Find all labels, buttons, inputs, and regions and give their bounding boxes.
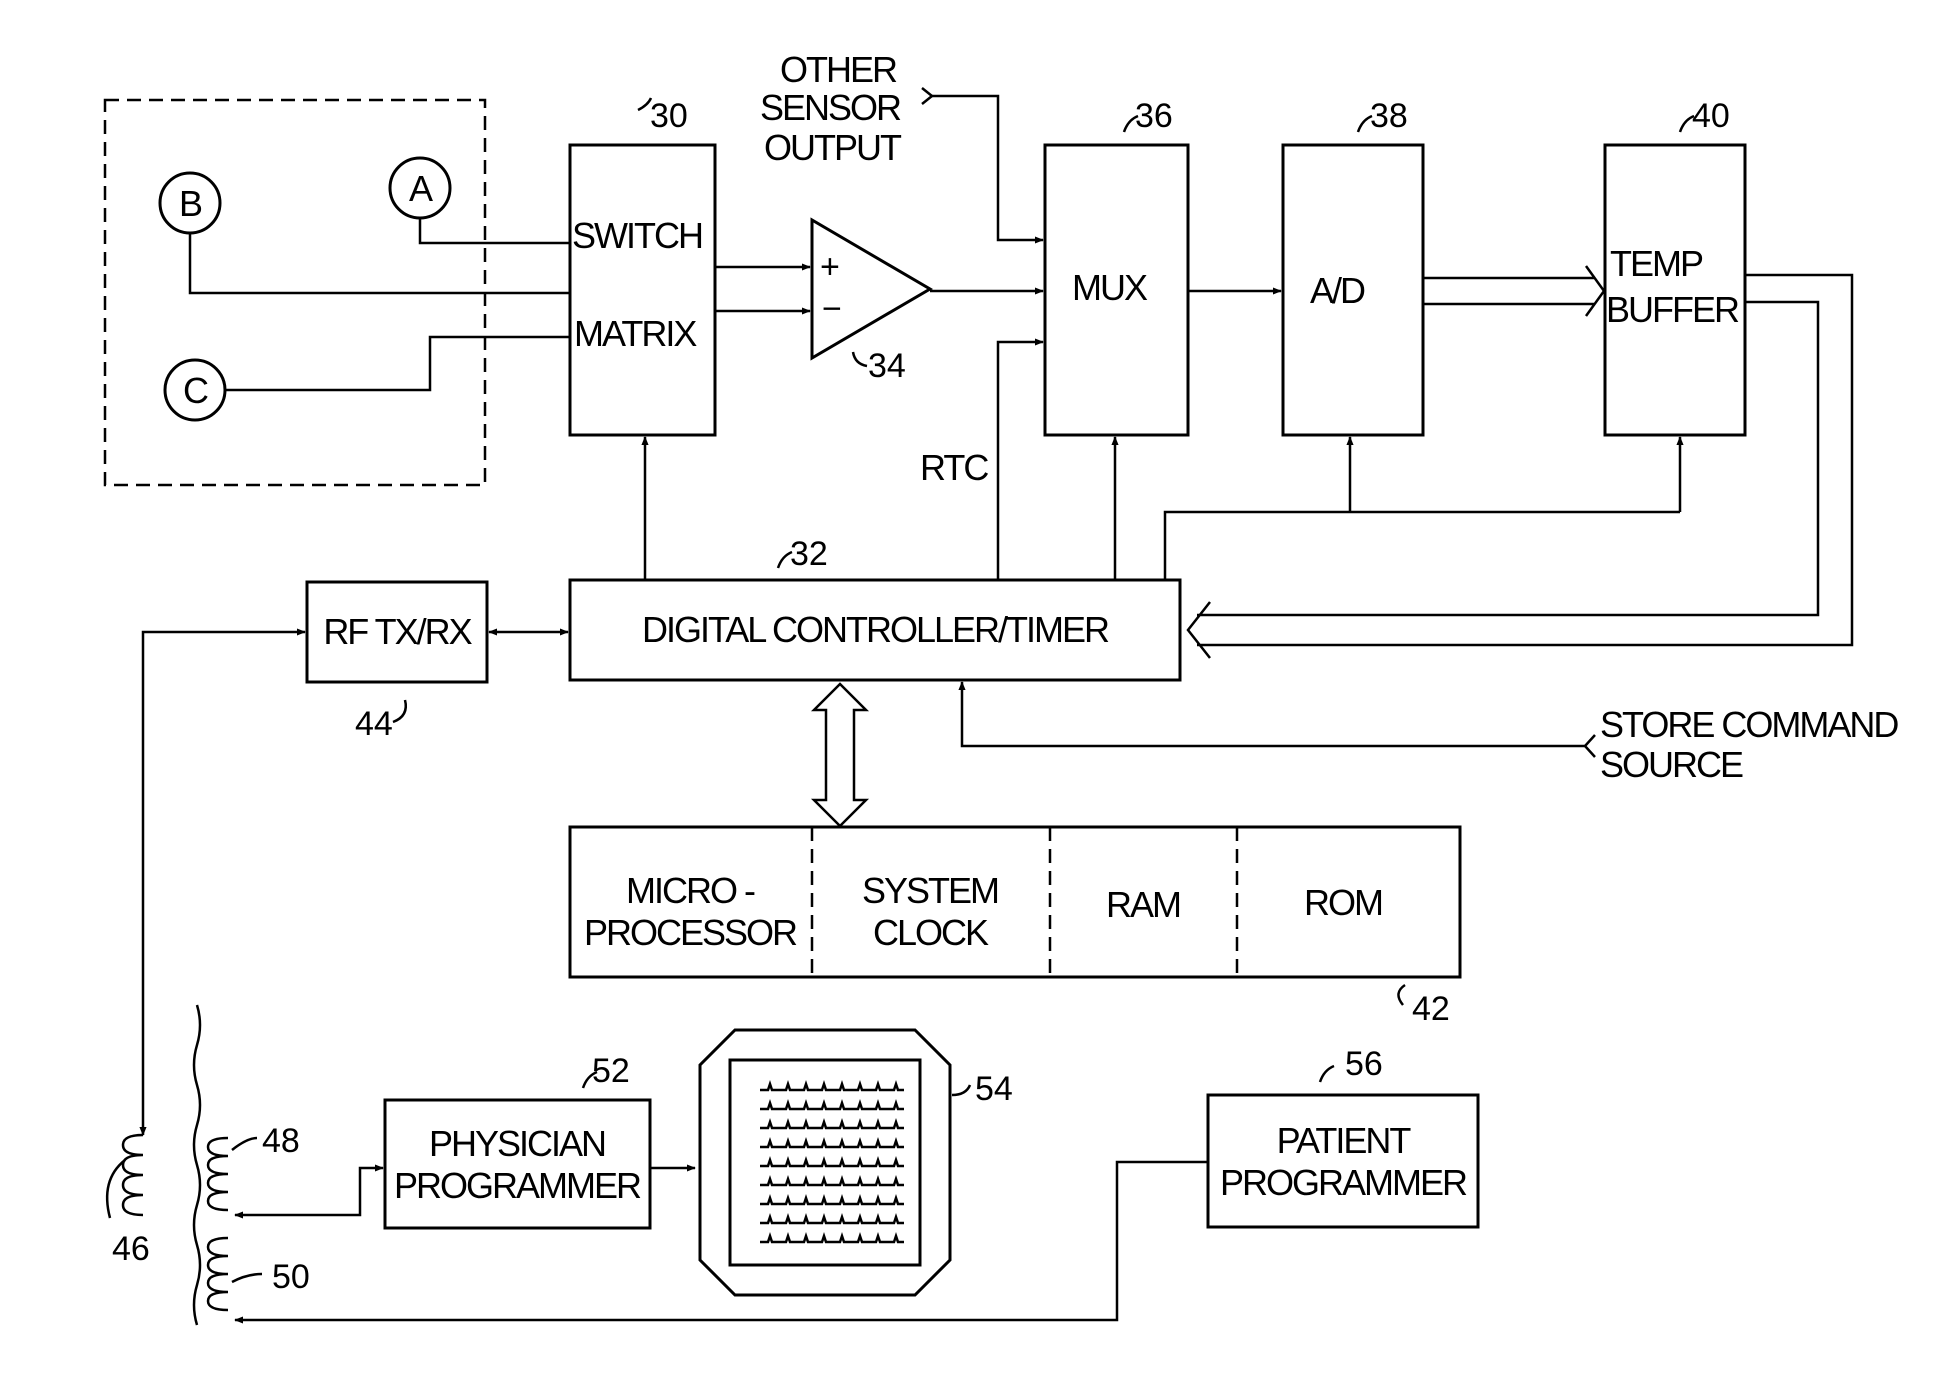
skin-line: [194, 1005, 200, 1325]
wire-coil48-physician: [235, 1168, 383, 1215]
coil-50-ref: 50: [272, 1258, 310, 1296]
bus-ad-to-temp-buffer: [1423, 266, 1604, 316]
bus-temp-buffer-to-controller: [1188, 275, 1852, 658]
electrode-b-label: B: [179, 183, 202, 224]
store-command-line2: SOURCE: [1600, 744, 1743, 785]
wire-rtc-to-mux: [998, 342, 1043, 580]
wire-rf-to-coil-46: [143, 632, 305, 1135]
mux-ref: 36: [1135, 97, 1173, 135]
controller-label: DIGITAL CONTROLLER/TIMER: [642, 609, 1109, 650]
coil-48: [208, 1138, 228, 1210]
rf-ref: 44: [355, 705, 393, 743]
display-trace: [760, 1160, 904, 1166]
coil-46-ref: 46: [112, 1230, 150, 1268]
coil-46: [123, 1135, 143, 1215]
controller-ref: 32: [790, 535, 828, 573]
display-traces: [760, 1084, 904, 1242]
rtc-label: RTC: [920, 447, 988, 488]
coil-48-ref-leader: [232, 1138, 257, 1150]
patient-programmer-box: [1208, 1095, 1478, 1227]
patient-programmer-line1: PATIENT: [1277, 1120, 1412, 1161]
other-sensor-line3: OUTPUT: [764, 127, 902, 168]
display-trace: [760, 1217, 904, 1223]
electrode-a-label: A: [409, 168, 433, 209]
temp-buffer-line2: BUFFER: [1606, 289, 1739, 330]
ad-ref: 38: [1370, 97, 1408, 135]
wire-a: [420, 218, 570, 243]
switch-matrix-ref: 30: [650, 97, 688, 135]
mux-label: MUX: [1072, 267, 1148, 308]
system-clock-line1: SYSTEM: [862, 870, 998, 911]
temp-buffer-ref: 40: [1692, 97, 1730, 135]
wire-c: [225, 337, 570, 390]
display-ref-leader: [952, 1085, 970, 1095]
rf-ref-leader: [393, 700, 406, 722]
wire-other-sensor-to-mux: [932, 96, 1043, 240]
system-clock-line2: CLOCK: [873, 912, 989, 953]
display-trace: [760, 1236, 904, 1242]
physician-programmer-line1: PHYSICIAN: [429, 1123, 605, 1164]
rf-label: RF TX/RX: [323, 611, 472, 652]
amplifier-minus: −: [822, 290, 842, 328]
microprocessor-line1: MICRO -: [626, 870, 755, 911]
switch-matrix-line1: SWITCH: [572, 215, 702, 256]
display-trace: [760, 1103, 904, 1109]
memory-ref: 42: [1412, 990, 1450, 1028]
store-command-line1: STORE COMMAND: [1600, 704, 1898, 745]
memory-ref-leader: [1398, 985, 1405, 1005]
display-trace: [760, 1141, 904, 1147]
other-sensor-line2: SENSOR: [760, 87, 901, 128]
store-command-bracket: [1585, 735, 1595, 757]
coil-50: [208, 1238, 228, 1310]
electrode-c-label: C: [183, 370, 208, 411]
display-trace: [760, 1084, 904, 1090]
display-trace: [760, 1122, 904, 1128]
coil-50-ref-leader: [232, 1274, 262, 1282]
amplifier-ref: 34: [868, 347, 906, 385]
wire-controller-to-ad-buffer: [1165, 512, 1680, 580]
amplifier: [812, 220, 930, 358]
wire-store-command-to-controller: [962, 682, 1585, 746]
wire-patient-to-coil50: [235, 1162, 1208, 1320]
patient-programmer-ref-leader: [1320, 1066, 1334, 1082]
patient-programmer-ref: 56: [1345, 1045, 1383, 1083]
display-trace: [760, 1179, 904, 1185]
ram-label: RAM: [1106, 884, 1180, 925]
display-ref: 54: [975, 1070, 1013, 1108]
display-trace: [760, 1198, 904, 1204]
bus-controller-memory: [814, 684, 866, 826]
microprocessor-line2: PROCESSOR: [584, 912, 797, 953]
physician-programmer-ref: 52: [592, 1052, 630, 1090]
physician-programmer-box: [385, 1100, 650, 1228]
other-sensor-line1: OTHER: [780, 49, 897, 90]
physician-programmer-line2: PROGRAMMER: [394, 1165, 641, 1206]
coil-48-ref: 48: [262, 1122, 300, 1160]
amplifier-ref-leader: [853, 352, 867, 366]
rom-label: ROM: [1304, 882, 1382, 923]
electrode-b: B: [160, 173, 220, 233]
temp-buffer-line1: TEMP: [1610, 243, 1703, 284]
patient-programmer-line2: PROGRAMMER: [1220, 1162, 1467, 1203]
amplifier-plus: +: [820, 248, 840, 286]
electrode-a: A: [390, 158, 450, 218]
ad-label: A/D: [1310, 270, 1365, 311]
other-sensor-bracket: [922, 88, 932, 104]
switch-matrix-box: [570, 145, 715, 435]
electrode-c: C: [165, 360, 225, 420]
coil-46-ref-leader: [107, 1160, 125, 1218]
switch-matrix-line2: MATRIX: [574, 313, 697, 354]
